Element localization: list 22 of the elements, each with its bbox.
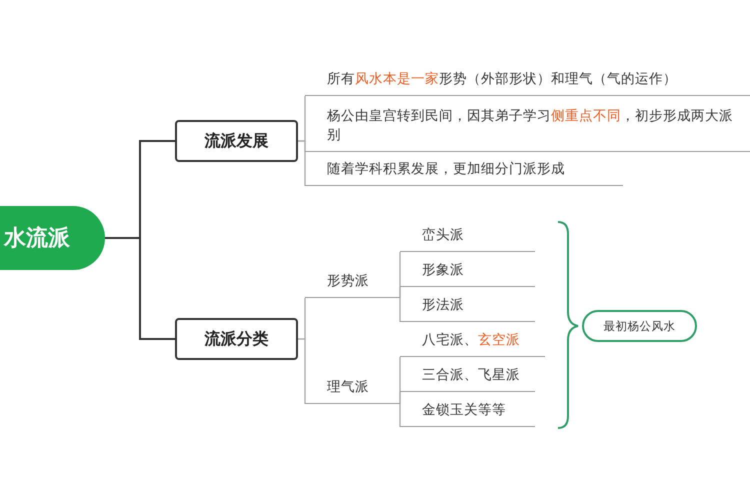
branch-text: 形法派: [400, 292, 535, 322]
branch-text: 理气派: [305, 374, 400, 404]
connector-line: [105, 237, 175, 340]
topic-pill: 最初杨公风水: [582, 310, 697, 342]
branch-text: 峦头派: [400, 222, 535, 252]
topic-box: 流派分类: [175, 318, 298, 360]
branch-text: 八宅派、玄空派: [400, 327, 545, 357]
connector-line: [298, 338, 306, 404]
connector-line: [399, 297, 401, 322]
branch-text: 三合派、飞星派: [400, 362, 535, 392]
branch-text: 所有风水本是一家形势（外部形状）和理气（气的运作）: [305, 64, 750, 96]
branch-text: 形势派: [305, 268, 400, 298]
connector-line: [399, 392, 401, 405]
branch-text: 杨公由皇宫转到民间，因其弟子学习侧重点不同，初步形成两大派别: [305, 100, 750, 152]
connector-line: [298, 140, 306, 186]
connector-line: [399, 287, 401, 299]
topic-box: 流派发展: [175, 120, 298, 162]
branch-text: 形象派: [400, 257, 535, 287]
branch-text: 随着学科积累发展，更加细分门派形成: [305, 156, 623, 186]
connector-line: [399, 403, 401, 427]
topic-pill: 水流派: [0, 206, 105, 270]
branch-text: 金锁玉关等等: [400, 397, 535, 427]
